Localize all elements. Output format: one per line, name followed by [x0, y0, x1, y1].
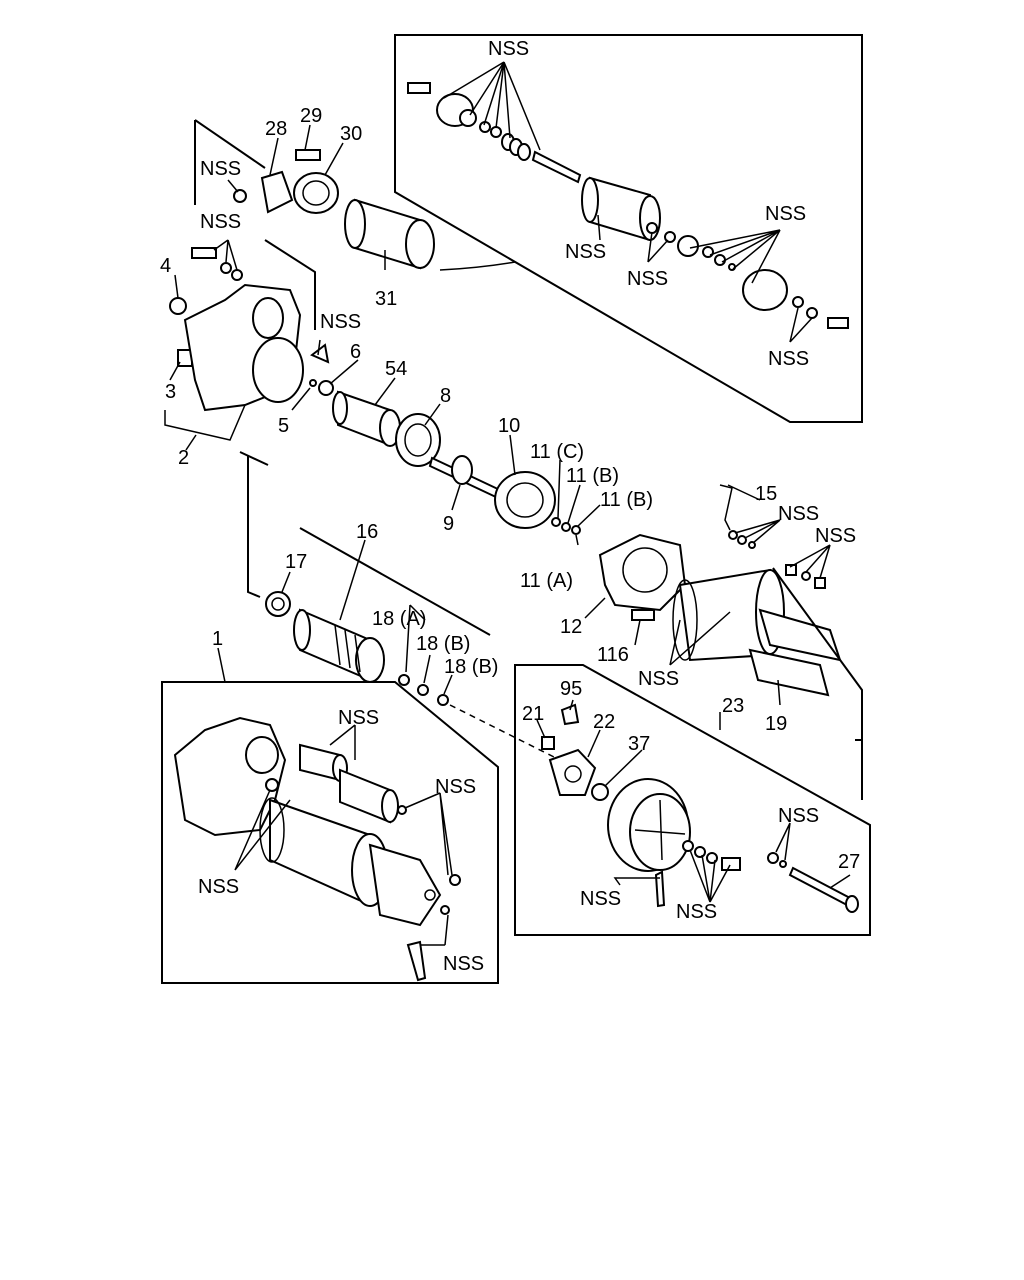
yoke-group: 15 NSS NSS 12 116 NSS 19: [560, 483, 863, 800]
nss-label: NSS: [768, 348, 809, 370]
part-label-9: 9: [443, 513, 454, 535]
part-label-23: 23: [722, 695, 744, 717]
part-label-95: 95: [560, 678, 582, 700]
part-label-31: 31: [375, 288, 397, 310]
armature-group: 16 17 18 (A) 18 (B) 18 (B): [239, 451, 561, 761]
part-label-3: 3: [165, 381, 176, 403]
part-label-19: 19: [765, 713, 787, 735]
nss-label: NSS: [638, 668, 679, 690]
part-label-22: 22: [593, 711, 615, 733]
nss-label: NSS: [815, 525, 856, 547]
nss-label: NSS: [435, 776, 476, 798]
part-label-5: 5: [278, 415, 289, 437]
nss-label: NSS: [200, 158, 241, 180]
nss-label: NSS: [338, 707, 379, 729]
nss-label: NSS: [488, 38, 529, 60]
part-label-10: 10: [498, 415, 520, 437]
nss-label: NSS: [320, 311, 361, 333]
part-label-16: 16: [356, 521, 378, 543]
part-label-29: 29: [300, 105, 322, 127]
part-label-27: 27: [838, 851, 860, 873]
nss-label: NSS: [765, 203, 806, 225]
part-label-11b-1: 11 (B): [566, 465, 619, 487]
nss-label: NSS: [198, 876, 239, 898]
nss-label: NSS: [443, 953, 484, 975]
part-label-116: 116: [597, 644, 629, 666]
part-label-28: 28: [265, 118, 287, 140]
part-label-17: 17: [285, 551, 307, 573]
nss-label: NSS: [778, 805, 819, 827]
front-housing-group: 28 29 30 NSS NSS 4 31 NSS 6 3 54 8 5 10 …: [160, 105, 653, 592]
part-label-1: 1: [212, 628, 223, 650]
part-label-18b-2: 18 (B): [444, 656, 498, 678]
part-label-18a: 18 (A): [372, 608, 426, 630]
assembly-inset: 1 NSS NSS NSS NSS: [161, 628, 499, 984]
part-label-11c: 11 (C): [530, 441, 584, 463]
part-label-15: 15: [755, 483, 777, 505]
part-label-21: 21: [522, 703, 544, 725]
part-label-30: 30: [340, 123, 362, 145]
part-label-18b-1: 18 (B): [416, 633, 470, 655]
part-label-11b-2: 11 (B): [600, 489, 653, 511]
nss-label: NSS: [676, 901, 717, 923]
part-label-11a: 11 (A): [520, 570, 573, 592]
part-label-8: 8: [440, 385, 451, 407]
nss-label: NSS: [200, 211, 241, 233]
nss-label: NSS: [565, 241, 606, 263]
part-label-2: 2: [178, 447, 189, 469]
part-label-54: 54: [385, 358, 407, 380]
part-label-12: 12: [560, 616, 582, 638]
inset-leader: [439, 261, 516, 271]
rear-cover-inset: 95 23 21 22 37 NSS 27 NSS NSS: [514, 664, 871, 936]
part-label-6: 6: [350, 341, 361, 363]
nss-label: NSS: [627, 268, 668, 290]
nss-label: NSS: [778, 503, 819, 525]
part-label-37: 37: [628, 733, 650, 755]
part-label-4: 4: [160, 255, 171, 277]
solenoid-detail-inset: NSS NSS NSS NSS NSS: [394, 34, 863, 423]
nss-label: NSS: [580, 888, 621, 910]
